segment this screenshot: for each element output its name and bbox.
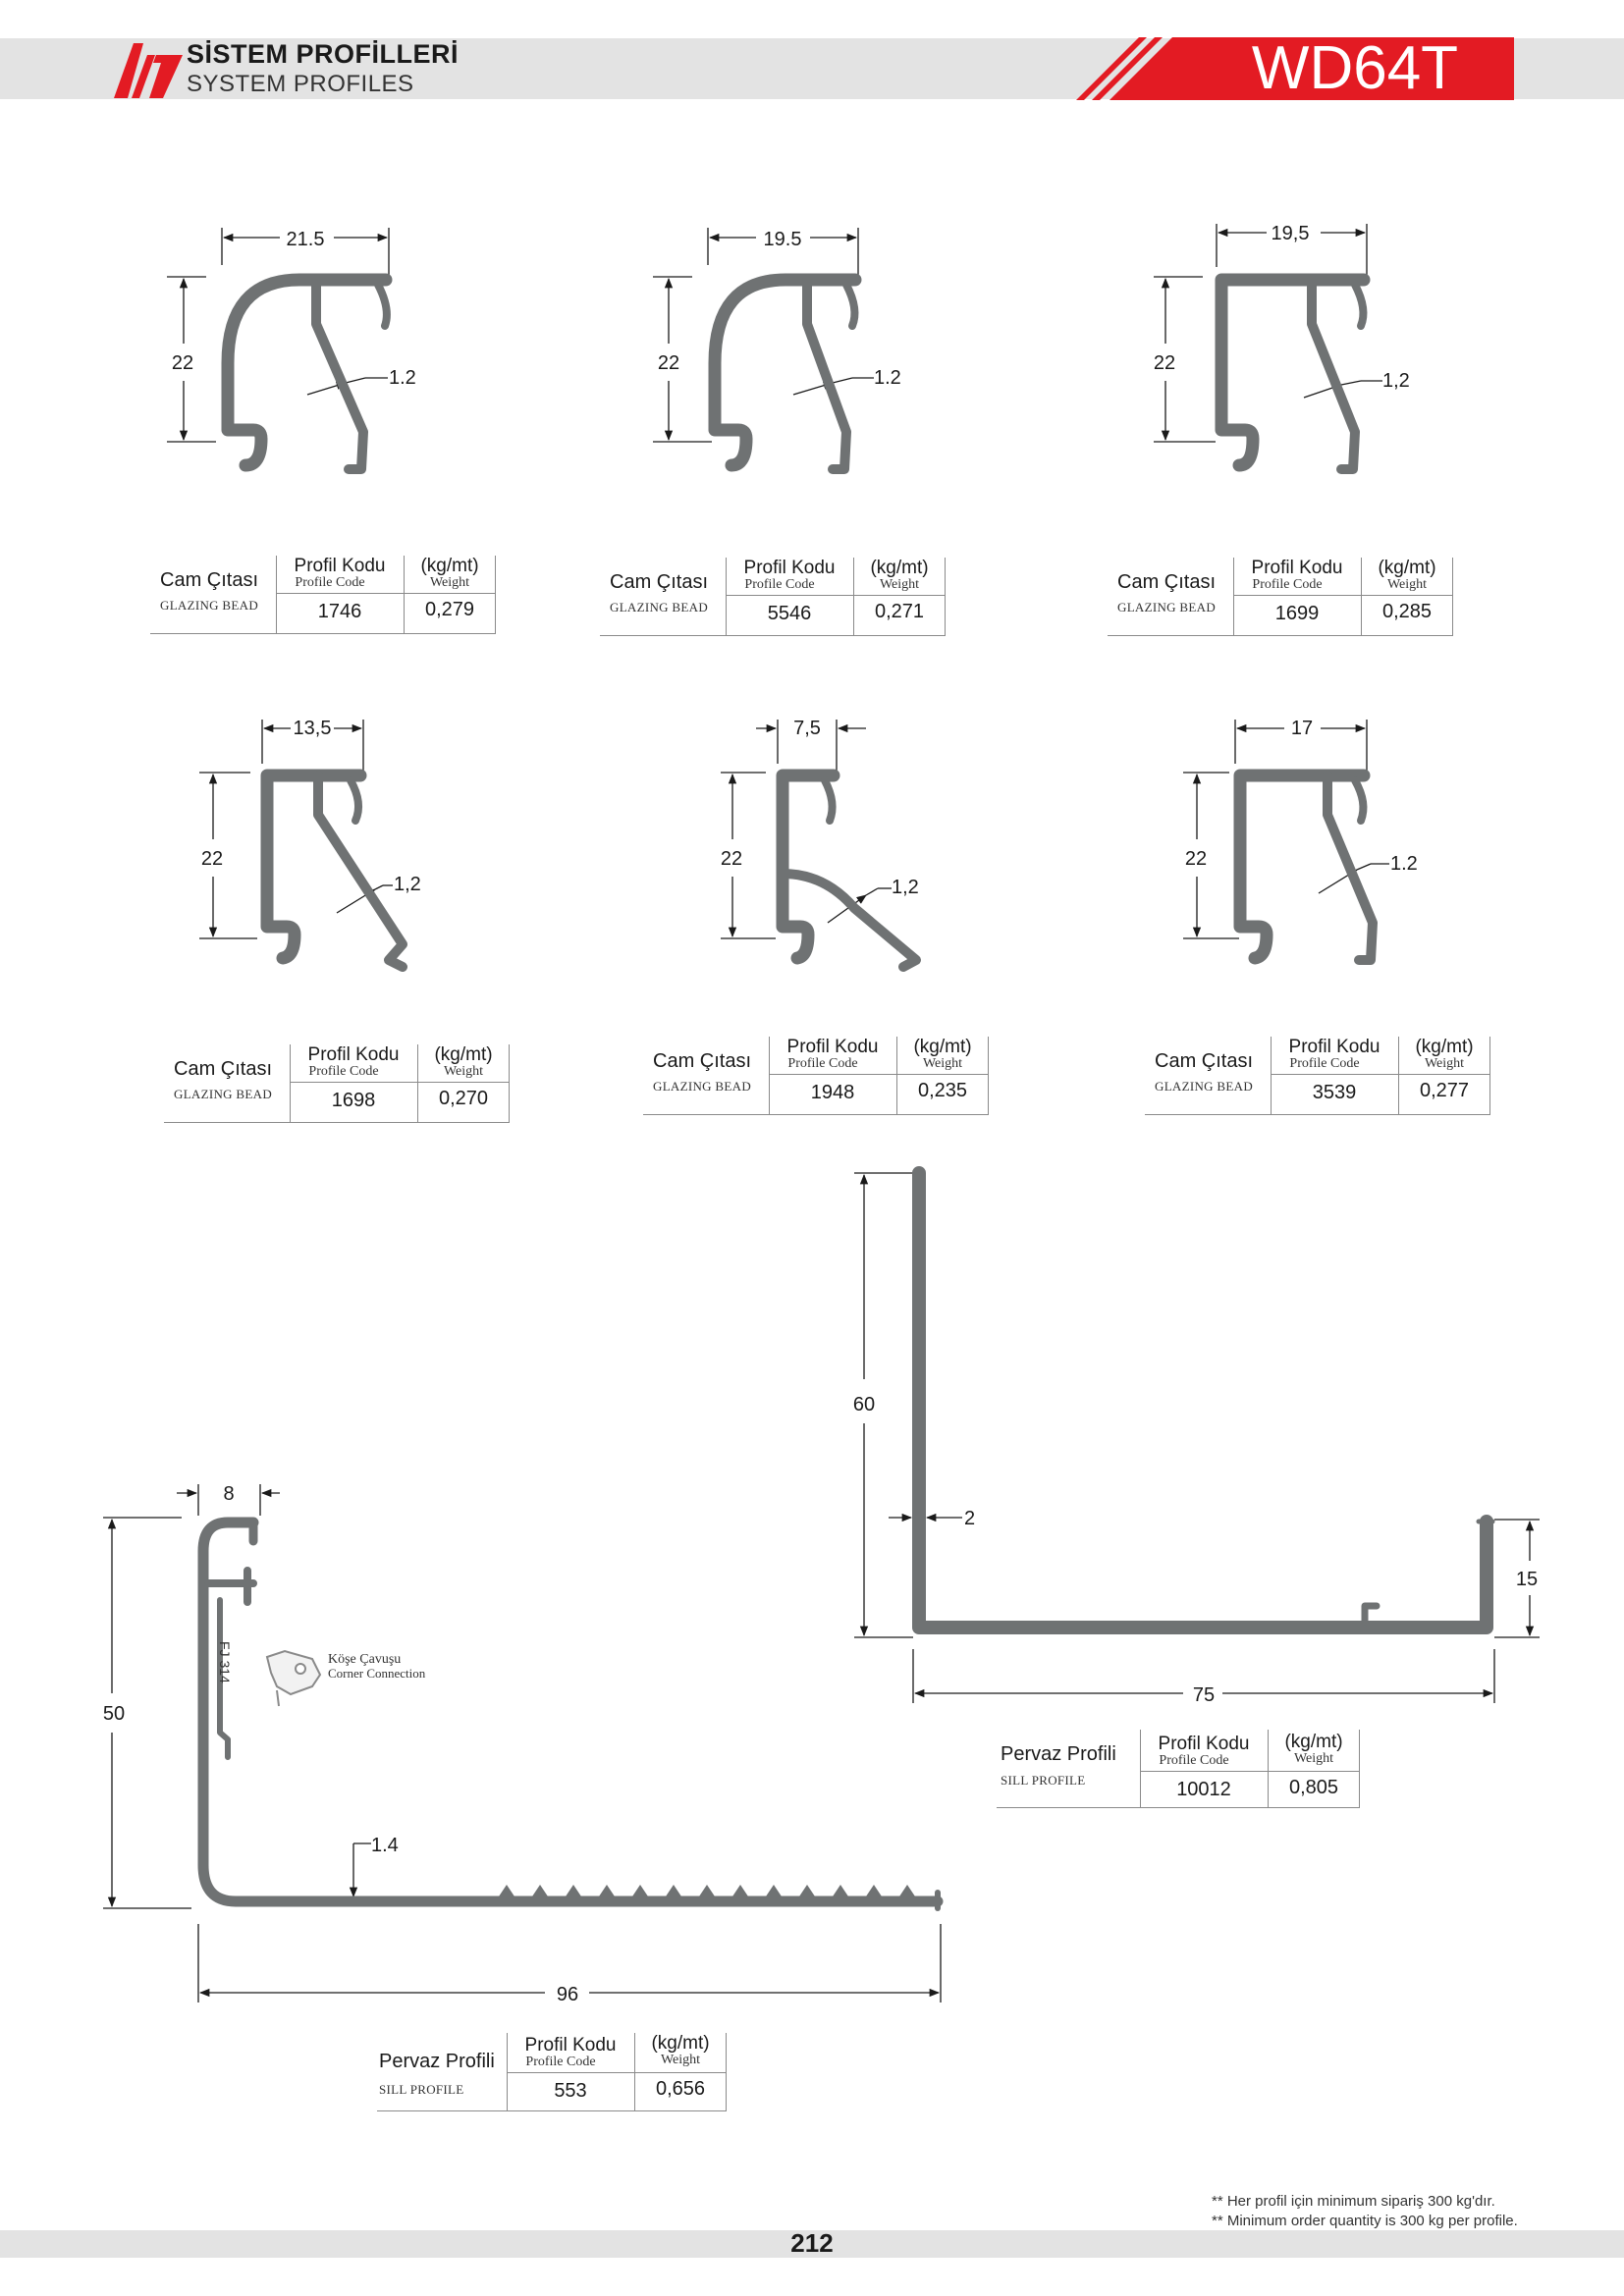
svg-text:1.4: 1.4 — [371, 1835, 399, 1856]
svg-text:7,5: 7,5 — [793, 718, 821, 739]
corner-part-number: FJ 314 — [217, 1641, 233, 1683]
svg-text:1,2: 1,2 — [394, 874, 421, 895]
svg-text:22: 22 — [658, 352, 679, 374]
svg-text:1.2: 1.2 — [389, 367, 416, 389]
brand-logo-icon — [114, 43, 183, 98]
brand-title-en: SYSTEM PROFILES — [187, 71, 414, 97]
min-order-note-tr: ** Her profil için minimum sipariş 300 k… — [1212, 2193, 1495, 2210]
svg-text:1.2: 1.2 — [1390, 853, 1418, 875]
dim-width: 21.5 — [287, 229, 325, 250]
info-table-10012: Pervaz Profili SILL PROFILE Profil Kodu … — [997, 1730, 1360, 1808]
svg-text:22: 22 — [721, 848, 742, 870]
svg-text:22: 22 — [1185, 848, 1207, 870]
info-table-1699: Cam Çıtası GLAZING BEAD Profil Kodu Prof… — [1108, 558, 1453, 636]
svg-text:15: 15 — [1516, 1569, 1538, 1590]
product-code-tag — [1076, 37, 1514, 100]
corner-connection-icon — [265, 1649, 322, 1707]
svg-text:1.2: 1.2 — [874, 367, 901, 389]
svg-text:1,2: 1,2 — [892, 877, 919, 898]
svg-text:60: 60 — [853, 1394, 875, 1415]
svg-text:19,5: 19,5 — [1272, 223, 1310, 244]
min-order-note-en: ** Minimum order quantity is 300 kg per … — [1212, 2213, 1518, 2229]
product-code: WD64T — [1251, 34, 1459, 102]
info-table-1698: Cam Çıtası GLAZING BEAD Profil Kodu Prof… — [164, 1044, 510, 1123]
svg-text:17: 17 — [1291, 718, 1313, 739]
svg-text:2: 2 — [964, 1508, 975, 1529]
svg-text:22: 22 — [201, 848, 223, 870]
brand-title-tr: SİSTEM PROFİLLERİ — [187, 39, 460, 69]
svg-text:19.5: 19.5 — [764, 229, 802, 250]
info-table-553: Pervaz Profili SILL PROFILE Profil Kodu … — [377, 2033, 727, 2111]
svg-text:96: 96 — [557, 1984, 578, 2005]
svg-text:1,2: 1,2 — [1382, 370, 1410, 392]
footer-band — [0, 2230, 1624, 2258]
info-table-1746: Cam Çıtası GLAZING BEAD Profil Kodu Prof… — [150, 556, 496, 634]
svg-text:75: 75 — [1193, 1684, 1215, 1706]
svg-text:50: 50 — [103, 1703, 125, 1725]
svg-text:22: 22 — [172, 352, 193, 374]
info-table-5546: Cam Çıtası GLAZING BEAD Profil Kodu Prof… — [600, 558, 946, 636]
corner-label-en: Corner Connection — [328, 1666, 426, 1681]
page-number: 212 — [790, 2228, 834, 2258]
info-table-1948: Cam Çıtası GLAZING BEAD Profil Kodu Prof… — [643, 1037, 989, 1115]
svg-text:22: 22 — [1154, 352, 1175, 374]
svg-text:8: 8 — [223, 1483, 234, 1505]
info-table-3539: Cam Çıtası GLAZING BEAD Profil Kodu Prof… — [1145, 1037, 1490, 1115]
corner-label-tr: Köşe Çavuşu — [328, 1652, 402, 1667]
svg-text:13,5: 13,5 — [294, 718, 332, 739]
